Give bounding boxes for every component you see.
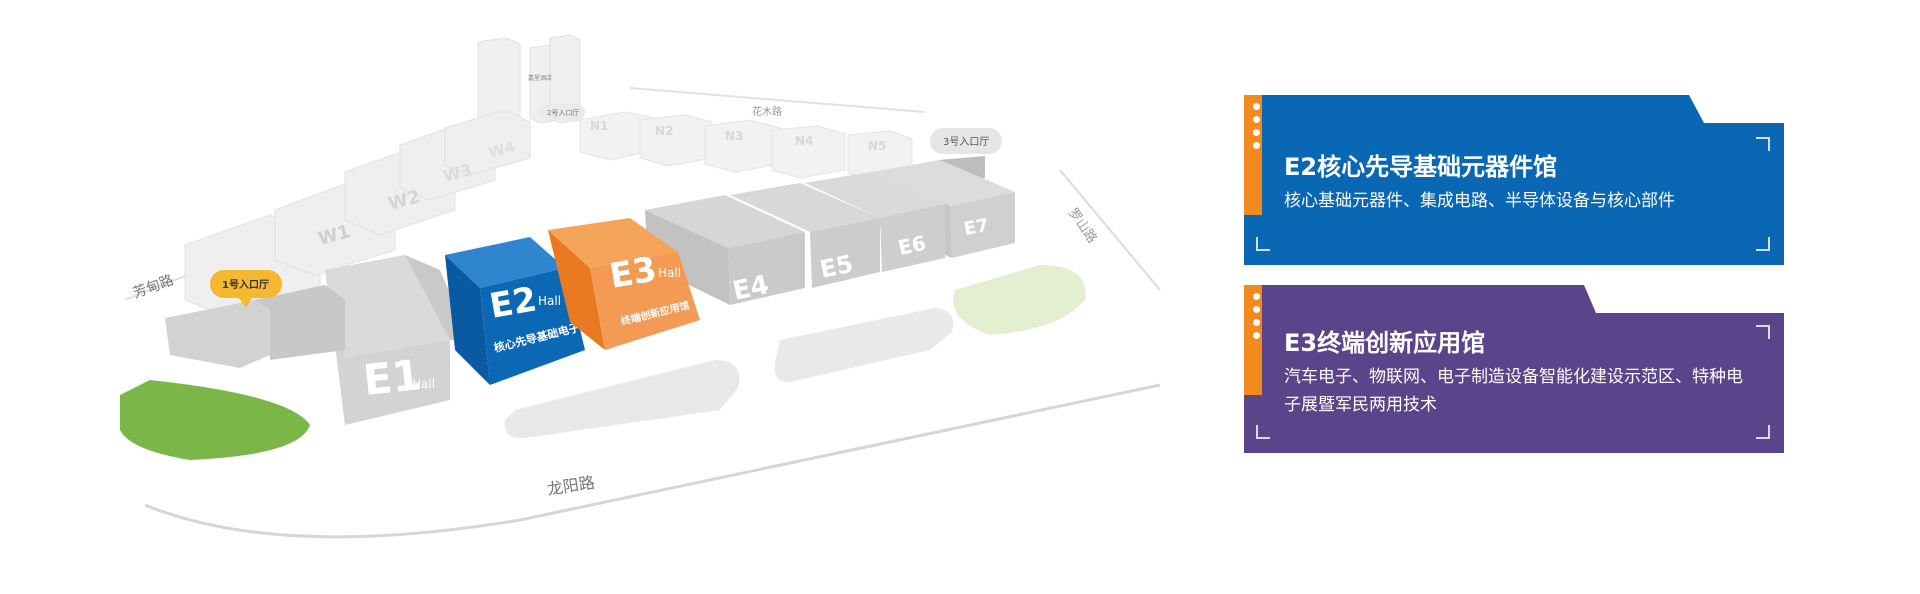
card-e2[interactable]: E2核心先导基础元器件馆 核心基础元器件、集成电路、半导体设备与核心部件 <box>1244 95 1784 265</box>
hall-n4-label: N4 <box>795 134 813 148</box>
huamu-road-line <box>629 87 926 113</box>
fangdian-road-label: 芳甸路 <box>131 271 176 301</box>
hall-e3-word: Hall <box>658 266 681 280</box>
plaza-left <box>504 360 740 439</box>
card-e2-dots-icon <box>1253 103 1261 155</box>
e-halls-grey <box>165 160 1015 425</box>
entrance1-label: 1号入口厅 <box>222 279 269 291</box>
hall-e5-label: E5 <box>817 250 855 284</box>
hall-n5-label: N5 <box>868 139 886 153</box>
corner-tr-icon <box>1756 325 1770 339</box>
card-e2-description: 核心基础元器件、集成电路、半导体设备与核心部件 <box>1284 191 1675 211</box>
card-e2-title: E2核心先导基础元器件馆 <box>1284 153 1558 181</box>
longyang-road-label: 龙阳路 <box>546 473 596 499</box>
corner-tr-icon <box>1756 137 1770 151</box>
card-e3[interactable]: E3终端创新应用馆 汽车电子、物联网、电子制造设备智能化建设示范区、特种电子展暨… <box>1244 285 1784 453</box>
n-halls <box>579 111 913 181</box>
entrance2-pill <box>540 104 585 120</box>
card-e3-dots-icon <box>1253 293 1261 345</box>
hotel-label: 嘉里酒店 <box>528 74 552 82</box>
card-e3-description: 汽车电子、物联网、电子制造设备智能化建设示范区、特种电子展暨军民两用技术 <box>1284 367 1743 415</box>
huamu-road-label: 花木路 <box>752 105 782 118</box>
card-e2-accent-bar <box>1244 95 1272 265</box>
longyang-road-line <box>144 383 1161 539</box>
entrance3-label: 3号入口厅 <box>943 136 989 148</box>
corner-bl-icon <box>1256 425 1270 439</box>
hall-e3[interactable] <box>548 218 700 350</box>
hall-e3-label: E3 <box>607 249 660 297</box>
luoshan-road-line <box>1059 169 1161 291</box>
entrance3-pill <box>930 128 1002 154</box>
plaza-middle <box>774 308 954 383</box>
entrance2-label: 2号入口厅 <box>547 109 579 117</box>
green-area-right <box>953 265 1086 335</box>
green-area-left <box>120 380 310 460</box>
corner-bl-icon <box>1256 237 1270 251</box>
entrance1-badge <box>210 270 282 308</box>
card-e3-bg <box>1244 285 1784 453</box>
corner-br-icon <box>1756 425 1770 439</box>
card-e3-title: E3终端创新应用馆 <box>1284 329 1486 357</box>
exhibition-map: 芳甸路 花木路 罗山路 龙阳路 嘉里酒店 W1 W2 W3 W4 N1 N2 N… <box>120 34 1161 539</box>
hall-e6-label: E6 <box>896 231 928 260</box>
hall-e4-label: E4 <box>730 270 771 307</box>
card-e2-bg <box>1244 95 1784 265</box>
hall-n2-label: N2 <box>655 124 673 138</box>
hall-e1-word: Hall <box>412 377 435 391</box>
hall-e2-label: E2 <box>487 279 540 327</box>
hall-e2[interactable] <box>445 237 585 385</box>
hall-e1-label: E1 <box>361 350 424 405</box>
hall-n3-label: N3 <box>725 129 743 143</box>
hall-e2-word: Hall <box>538 294 561 308</box>
corner-br-icon <box>1756 237 1770 251</box>
card-e3-accent-bar <box>1244 285 1272 453</box>
hall-n1-label: N1 <box>590 119 608 133</box>
hall-e7-label: E7 <box>962 215 990 240</box>
